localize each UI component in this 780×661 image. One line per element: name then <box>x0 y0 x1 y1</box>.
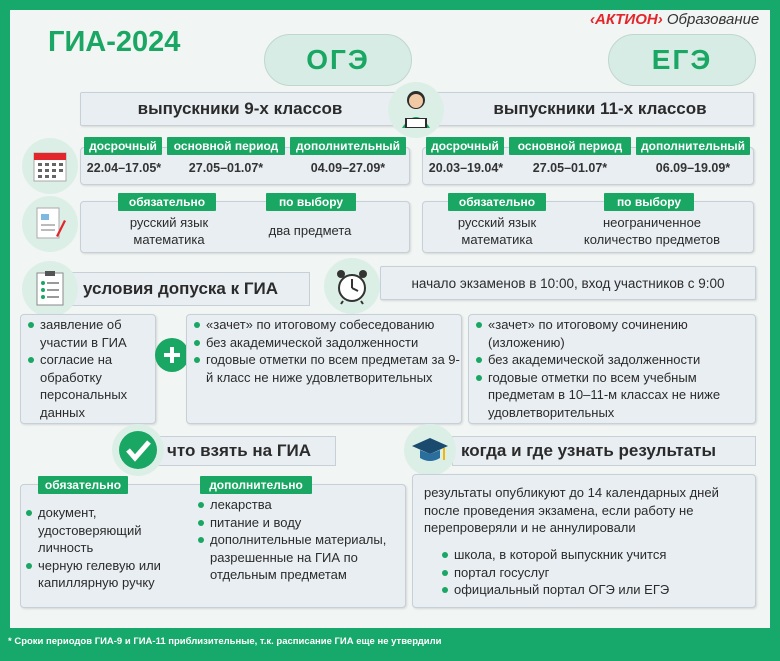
student-icon <box>388 82 444 138</box>
admission-common-box <box>20 314 156 424</box>
brand-sub: Образование <box>666 11 760 28</box>
take-required-label: обязательно <box>38 476 128 494</box>
oge-graduates: выпускники 9-х классов <box>137 99 343 118</box>
ege-period-dates-1: 20.03–19.04* <box>428 161 504 175</box>
take-title: что взять на ГИА <box>148 436 336 466</box>
ege-choice-subjects: неограниченное количество предметов <box>583 215 721 247</box>
calendar-icon <box>22 138 78 194</box>
list-item: согласие на обработку персональных данны… <box>26 351 154 421</box>
list-item: школа, в которой выпускник учится <box>440 546 750 564</box>
ege-admission-box <box>468 314 756 424</box>
oge-period-label-1: досрочный <box>84 137 162 155</box>
document-icon <box>22 196 78 252</box>
admission-common-list: заявление об участии в ГИА согласие на о… <box>26 316 154 421</box>
list-item: без академической задолженности <box>474 351 754 369</box>
checkmark-icon <box>112 424 164 476</box>
list-item: без академической задолженности <box>192 334 460 352</box>
results-box <box>412 474 756 608</box>
oge-admission-list: «зачет» по итоговому собеседованию без а… <box>192 316 460 386</box>
ege-period-label-1: досрочный <box>426 137 504 155</box>
list-item: черную гелевую или капиллярную ручку <box>24 557 200 592</box>
oge-required-subjects: русский язык математика <box>129 215 209 247</box>
results-where-list: школа, в которой выпускник учится портал… <box>440 546 750 599</box>
ege-period-label-3: дополнительный <box>636 137 750 155</box>
start-time-text: начало экзаменов в 10:00, вход участнико… <box>411 276 725 291</box>
ege-graduates: выпускники 11-х классов <box>493 99 707 118</box>
list-item: годовые отметки по всем учебным предмета… <box>474 369 754 422</box>
graduation-cap-icon <box>404 424 456 476</box>
oge-period-dates-3: 04.09–27.09* <box>310 161 386 175</box>
ege-choice-label: по выбору <box>604 193 694 211</box>
list-item: документ, удостоверяющий личность <box>24 504 200 557</box>
list-item: официальный портал ОГЭ или ЕГЭ <box>440 581 750 599</box>
oge-period-label-2: основной период <box>167 137 285 155</box>
oge-period-dates-2: 27.05–01.07* <box>188 161 264 175</box>
list-item: лекарства <box>196 496 404 514</box>
oge-choice-subjects: два предмета <box>268 223 352 238</box>
ege-period-label-2: основной период <box>509 137 631 155</box>
take-box <box>20 484 406 608</box>
brand-logo: ‹АКТИОН› Образование <box>590 11 760 28</box>
oge-period-dates-1: 22.04–17.05* <box>86 161 162 175</box>
page-title: ГИА-2024 <box>48 26 181 58</box>
results-title: когда и где узнать результаты <box>452 436 756 466</box>
oge-choice-label: по выбору <box>266 193 356 211</box>
oge-period-label-3: дополнительный <box>290 137 406 155</box>
list-item: дополнительные материалы, разрешенные на… <box>196 531 404 584</box>
ege-required-label: обязательно <box>448 193 546 211</box>
list-item: заявление об участии в ГИА <box>26 316 154 351</box>
oge-required-label: обязательно <box>118 193 216 211</box>
take-optional-label: дополнительно <box>200 476 312 494</box>
list-item: портал госуслуг <box>440 564 750 582</box>
results-text: результаты опубликуют до 14 календарных … <box>424 485 719 535</box>
take-optional-list: лекарства питание и воду дополнительные … <box>196 496 404 584</box>
oge-pill: ОГЭ <box>264 34 412 86</box>
ege-admission-list: «зачет» по итоговому сочинению (изложени… <box>474 316 754 421</box>
list-item: «зачет» по итоговому сочинению (изложени… <box>474 316 754 351</box>
plus-icon <box>155 338 189 372</box>
take-required-list: документ, удостоверяющий личность черную… <box>24 504 200 592</box>
footnote: * Сроки периодов ГИА-9 и ГИА-11 приблизи… <box>8 636 442 647</box>
oge-admission-box <box>186 314 462 424</box>
list-item: «зачет» по итоговому собеседованию <box>192 316 460 334</box>
list-item: питание и воду <box>196 514 404 532</box>
ege-required-subjects: русский язык математика <box>457 215 537 247</box>
ege-pill: ЕГЭ <box>608 34 756 86</box>
ege-period-dates-3: 06.09–19.09* <box>655 161 731 175</box>
start-time-box <box>380 266 756 300</box>
list-item: годовые отметки по всем предметам за 9-й… <box>192 351 460 386</box>
admission-title: условия допуска к ГИА <box>70 272 310 306</box>
brand-name: АКТИОН <box>595 11 658 28</box>
ege-period-dates-2: 27.05–01.07* <box>532 161 608 175</box>
checklist-icon <box>22 261 78 317</box>
alarm-clock-icon <box>324 258 380 314</box>
